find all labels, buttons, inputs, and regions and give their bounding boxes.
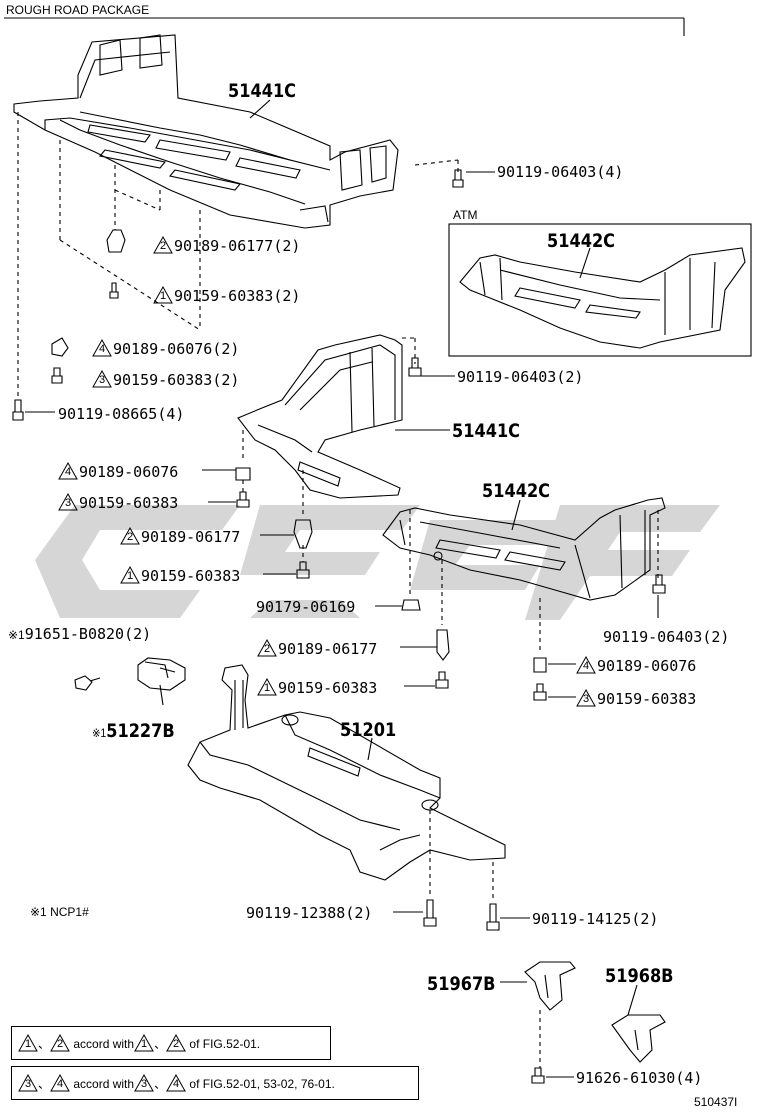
header-title: ROUGH ROAD PACKAGE: [6, 3, 150, 17]
leader-dashes-mid: [242, 337, 416, 562]
part-number-51441c-top: 51441C: [228, 80, 297, 102]
figure-id: 510437I: [694, 1095, 738, 1109]
triangle-mark-icon: 4: [58, 462, 78, 480]
callout-c19: 90119-14125(2): [532, 910, 659, 928]
under-cover-51441c-top: [13, 34, 399, 229]
triangle-mark-icon: 2: [257, 639, 277, 657]
bracket-51967b: [524, 961, 576, 1011]
part-number-51967b: 51967B: [427, 973, 496, 995]
atm-box: [448, 223, 752, 357]
bracket-51968b: [611, 1014, 666, 1063]
callout-c6: 90119-08665(4): [58, 405, 185, 423]
part-number-51441c-mid: 51441C: [452, 420, 521, 442]
triangle-mark-icon: 3: [134, 1074, 154, 1092]
triangle-mark-icon: 4: [166, 1074, 186, 1092]
triangle-mark-icon: 3: [576, 689, 596, 707]
fasteners-top: [12, 169, 464, 421]
atm-label: ATM: [453, 208, 478, 222]
leader-lines: [25, 99, 659, 1078]
callout-c1: 90119-06403(4): [497, 163, 624, 181]
triangle-mark-icon: 1: [134, 1034, 154, 1052]
triangle-mark-icon: 4: [92, 339, 112, 357]
leader-dashes-right: [409, 510, 659, 652]
part-number-51968b: 51968B: [605, 965, 674, 987]
triangle-mark-icon: 3: [18, 1074, 38, 1092]
bracket-51227b: [74, 657, 186, 691]
triangle-mark-icon: 4: [576, 656, 596, 674]
triangle-mark-icon: 3: [58, 493, 78, 511]
part-number-51442c-atm: 51442C: [547, 230, 616, 252]
triangle-mark-icon: 1: [153, 286, 173, 304]
triangle-mark-icon: 1: [18, 1034, 38, 1052]
leader-dashes-top: [17, 112, 459, 400]
fasteners-bottom: [423, 899, 545, 1084]
callout-c18: 90119-12388(2): [246, 904, 373, 922]
callout-c12: 90179-06169: [256, 598, 356, 616]
callout-c7: 90119-06403(2): [457, 368, 584, 386]
triangle-mark-icon: 2: [153, 236, 173, 254]
triangle-mark-icon: 1: [120, 566, 140, 584]
fasteners-mid: [235, 357, 422, 579]
under-cover-51442c-right: [382, 497, 666, 601]
triangle-mark-icon: 4: [50, 1074, 70, 1092]
callout-c20: 91626-61030(4): [576, 1069, 703, 1087]
crossmember-51201: [187, 664, 506, 881]
under-cover-51441c-mid: [237, 334, 403, 499]
triangle-mark-icon: 1: [257, 678, 277, 696]
part-number-51201: 51201: [340, 719, 397, 741]
triangle-mark-icon: 2: [120, 527, 140, 545]
triangle-mark-icon: 2: [50, 1034, 70, 1052]
part-number-51442c-right: 51442C: [482, 480, 551, 502]
part-number-51227b: ※151227B: [92, 720, 175, 742]
triangle-mark-icon: 2: [166, 1034, 186, 1052]
leader-dashes-bottom: [429, 810, 541, 1068]
header-frame: [4, 17, 685, 36]
footnote: ※1 NCP1#: [30, 905, 89, 919]
callout-c21: ※191651-B0820(2): [8, 625, 152, 643]
fasteners-right: [401, 574, 666, 701]
callout-c15: 90119-06403(2): [603, 628, 730, 646]
triangle-mark-icon: 3: [92, 370, 112, 388]
